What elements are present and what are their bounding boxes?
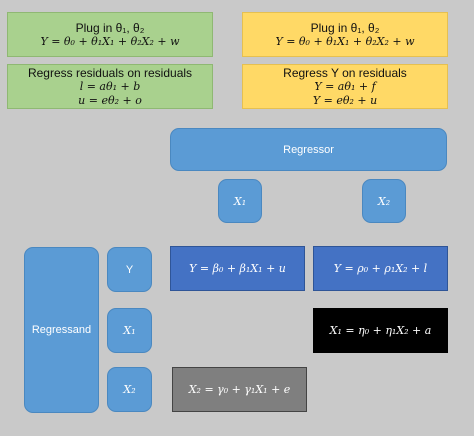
x1-row-header: X₁ bbox=[107, 308, 152, 353]
regress-residuals-eq2: u = eθ₂ + o bbox=[78, 93, 142, 107]
x1-column-header: X₁ bbox=[218, 179, 262, 223]
x2-column-label: X₂ bbox=[377, 194, 391, 208]
eq-x2-on-x1: X₂ = γ₀ + γ₁X₁ + e bbox=[172, 367, 307, 412]
regressand-label: Regressand bbox=[31, 324, 92, 336]
y-row-header: Y bbox=[107, 247, 152, 292]
eq-x1-on-x2: X₁ = η₀ + η₁X₂ + a bbox=[313, 308, 448, 353]
x1-column-label: X₁ bbox=[233, 194, 247, 208]
regress-y-eq1: Y = aθ₁ + f bbox=[314, 79, 376, 93]
eq-y-on-x2: Y = ρ₀ + ρ₁X₂ + l bbox=[313, 246, 448, 291]
regressor-label: Regressor bbox=[283, 143, 334, 156]
plug-in-box-right: Plug in θ₁, θ₂ Y = θ₀ + θ₁X₁ + θ₂X₂ + w bbox=[242, 12, 448, 57]
y-row-label: Y bbox=[125, 263, 134, 276]
plug-in-equation-left: Y = θ₀ + θ₁X₁ + θ₂X₂ + w bbox=[40, 34, 180, 48]
plug-in-equation-right: Y = θ₀ + θ₁X₁ + θ₂X₂ + w bbox=[275, 34, 415, 48]
regressor-header: Regressor bbox=[170, 128, 447, 171]
x1-row-label: X₁ bbox=[123, 324, 136, 337]
regressand-header: Regressand bbox=[24, 247, 99, 413]
regress-residuals-eq1: l = aθ₁ + b bbox=[79, 79, 141, 93]
x2-row-label: X₂ bbox=[123, 383, 136, 396]
eq-y-on-x2-text: Y = ρ₀ + ρ₁X₂ + l bbox=[333, 262, 428, 275]
eq-x1-on-x2-text: X₁ = η₀ + η₁X₂ + a bbox=[329, 324, 432, 337]
plug-in-title-right: Plug in θ₁, θ₂ bbox=[310, 20, 380, 35]
regress-y-eq2: Y = eθ₂ + u bbox=[312, 93, 378, 107]
x2-column-header: X₂ bbox=[362, 179, 406, 223]
regress-residuals-box: Regress residuals on residuals l = aθ₁ +… bbox=[7, 64, 213, 109]
regress-residuals-title: Regress residuals on residuals bbox=[27, 65, 193, 80]
plug-in-box-left: Plug in θ₁, θ₂ Y = θ₀ + θ₁X₁ + θ₂X₂ + w bbox=[7, 12, 213, 57]
eq-y-on-x1: Y = β₀ + β₁X₁ + u bbox=[170, 246, 305, 291]
eq-y-on-x1-text: Y = β₀ + β₁X₁ + u bbox=[189, 262, 286, 275]
regress-y-box: Regress Y on residuals Y = aθ₁ + f Y = e… bbox=[242, 64, 448, 109]
eq-x2-on-x1-text: X₂ = γ₀ + γ₁X₁ + e bbox=[188, 383, 291, 396]
regress-y-title: Regress Y on residuals bbox=[283, 65, 407, 80]
x2-row-header: X₂ bbox=[107, 367, 152, 412]
plug-in-title-left: Plug in θ₁, θ₂ bbox=[75, 20, 145, 35]
